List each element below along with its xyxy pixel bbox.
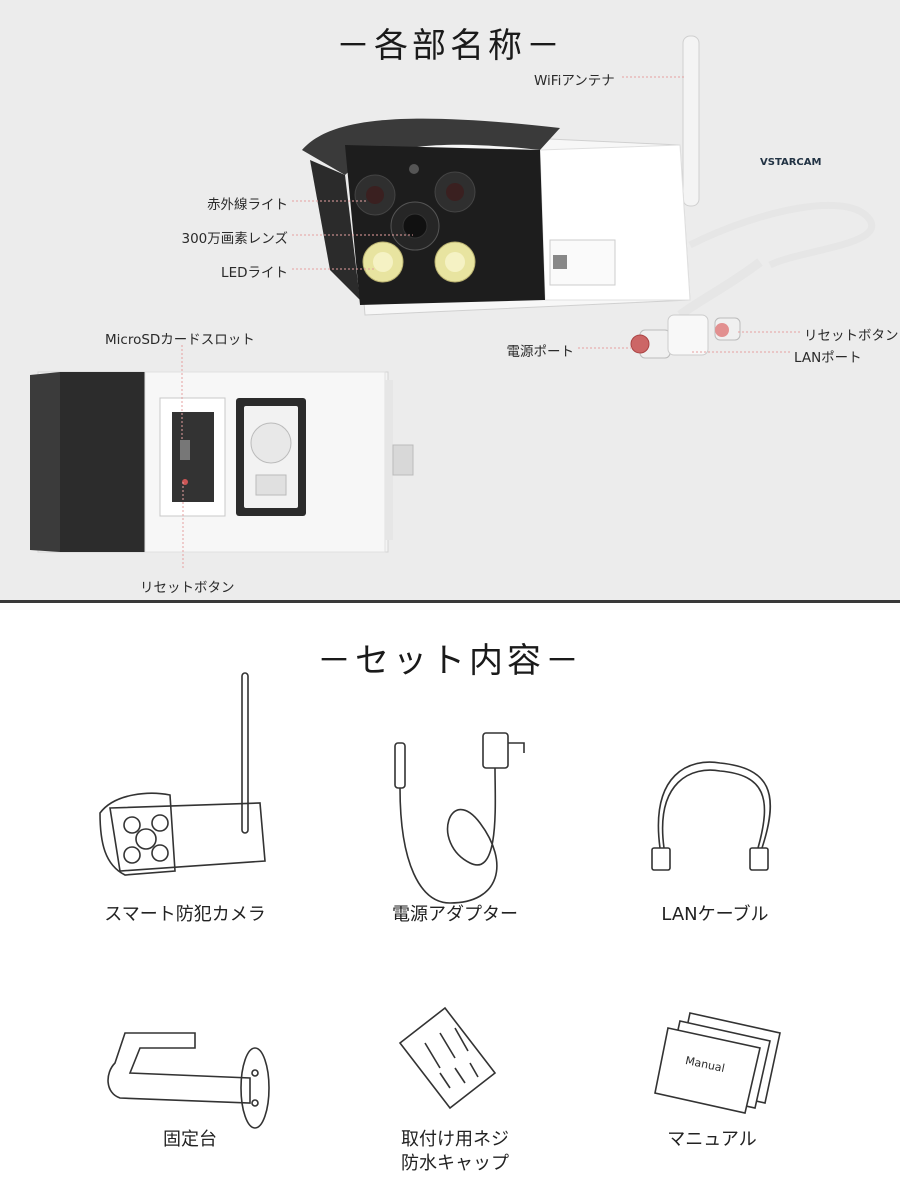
label-ir-light: 赤外線ライト (207, 197, 288, 213)
screws-icon (398, 1006, 497, 1110)
item-label-screws-line2: 防水キャップ (401, 1153, 509, 1174)
camera-side-illustration (30, 345, 414, 570)
lan-cable-icon (651, 761, 772, 871)
contents-icons (99, 672, 781, 1129)
camera-icon (99, 672, 266, 876)
brand-logo-text: VSTARCAM (760, 157, 822, 168)
item-label-manual: マニュアル (667, 1129, 757, 1150)
label-microsd-slot: MicroSDカードスロット (105, 332, 255, 348)
item-label-lan-cable: LANケーブル (661, 904, 769, 925)
power-adapter-icon (394, 732, 525, 904)
label-reset-button-body: リセットボタン (140, 580, 235, 596)
label-lens: 300万画素レンズ (181, 231, 289, 247)
camera-front-illustration (292, 35, 800, 359)
section-divider (0, 600, 900, 603)
parts-section: －各部名称－ (0, 0, 900, 600)
label-power-port: 電源ポート (506, 344, 575, 360)
contents-section: －セット内容－ (0, 603, 900, 1200)
mount-bracket-icon (107, 1032, 270, 1129)
item-label-power-adapter: 電源アダプター (392, 904, 518, 925)
item-label-mount: 固定台 (163, 1129, 217, 1150)
item-label-camera: スマート防犯カメラ (104, 904, 266, 925)
label-wifi-antenna: WiFiアンテナ (534, 73, 615, 89)
label-reset-button-cable: リセットボタン (804, 328, 899, 344)
label-led-light: LEDライト (221, 265, 288, 281)
label-lan-port: LANポート (794, 350, 862, 366)
manual-icon (654, 1012, 781, 1114)
antenna-shape (682, 35, 700, 207)
parts-section-title: －各部名称－ (336, 26, 564, 66)
item-label-screws-line1: 取付け用ネジ (401, 1129, 509, 1150)
contents-section-title: －セット内容－ (317, 641, 583, 681)
